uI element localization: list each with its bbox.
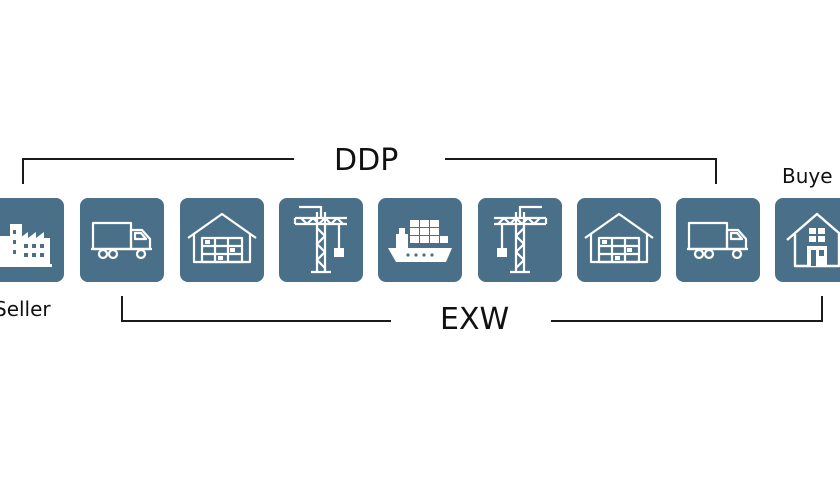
crane-icon bbox=[293, 205, 347, 274]
buyer-label: Buye bbox=[782, 164, 833, 188]
step-seller-factory bbox=[0, 198, 64, 282]
exw-bracket-left-line bbox=[121, 320, 391, 322]
factory-icon bbox=[0, 224, 52, 267]
step-warehouse-destination bbox=[577, 198, 661, 282]
truck-icon bbox=[91, 221, 152, 260]
ddp-bracket-left-tick bbox=[22, 158, 24, 184]
warehouse-icon bbox=[584, 212, 654, 264]
seller-label: Seller bbox=[0, 297, 51, 321]
step-truck bbox=[80, 198, 164, 282]
ddp-bracket-right-line bbox=[445, 158, 717, 160]
cargo-ship-icon bbox=[388, 220, 452, 262]
truck-icon bbox=[687, 221, 748, 260]
step-warehouse bbox=[180, 198, 264, 282]
exw-label: EXW bbox=[440, 302, 510, 337]
step-truck-destination bbox=[676, 198, 760, 282]
exw-bracket-left-tick bbox=[121, 296, 123, 322]
step-port-crane bbox=[279, 198, 363, 282]
warehouse-icon bbox=[187, 212, 257, 264]
ddp-label: DDP bbox=[334, 143, 399, 178]
ddp-bracket-left-line bbox=[22, 158, 294, 160]
ddp-bracket-right-tick bbox=[715, 158, 717, 184]
step-cargo-ship bbox=[378, 198, 462, 282]
crane-icon bbox=[494, 205, 548, 274]
exw-bracket-right-tick bbox=[821, 296, 823, 322]
step-port-crane-destination bbox=[478, 198, 562, 282]
house-icon bbox=[786, 212, 840, 268]
step-buyer-house bbox=[775, 198, 840, 282]
exw-bracket-right-line bbox=[551, 320, 823, 322]
